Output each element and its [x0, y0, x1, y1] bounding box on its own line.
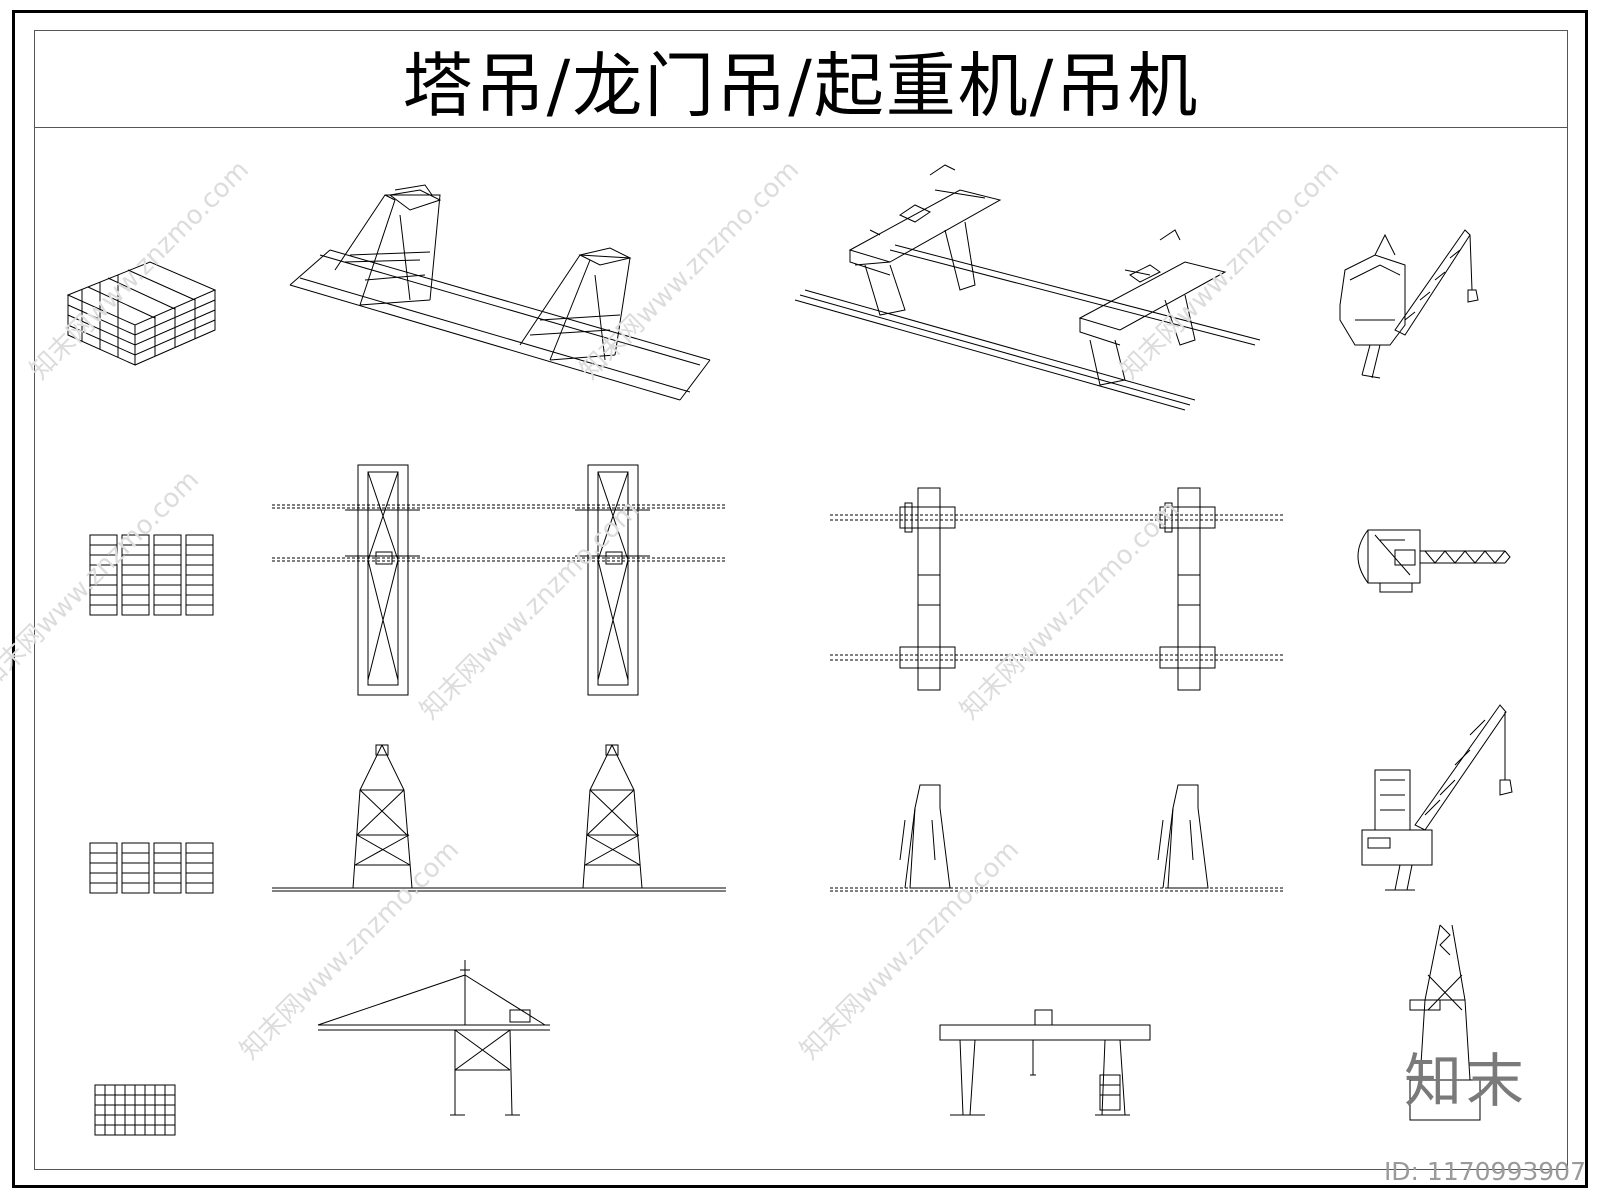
inner-border: [34, 30, 1568, 1170]
jib-crane-isometric: [1339, 229, 1479, 379]
tower-crane-side-view: [1409, 924, 1481, 1121]
page-title: 塔吊/龙门吊/起重机/吊机: [402, 44, 1200, 127]
asset-id-label: ID: 1170993907: [1383, 1157, 1586, 1186]
quay-crane-pair-plan: [272, 464, 726, 696]
gantry-crane-pair-elevation: [830, 784, 1285, 892]
gantry-crane-pair-isometric: [794, 164, 1261, 411]
jib-crane-plan: [1357, 529, 1511, 593]
container-stack-isometric: [66, 261, 217, 366]
container-stack-plan: [89, 534, 214, 616]
quay-crane-pair-isometric: [289, 184, 711, 401]
drawing-border: [12, 10, 1588, 1188]
container-stack-end-view: [94, 1084, 176, 1136]
quay-crane-pair-elevation: [272, 744, 726, 892]
sts-crane-side-view: [317, 960, 550, 1116]
gantry-crane-front-view: [939, 1009, 1151, 1116]
container-stack-elevation: [89, 842, 214, 894]
brand-watermark: 知末: [1403, 1047, 1528, 1115]
title-divider: [34, 127, 1568, 128]
jib-crane-elevation: [1361, 704, 1513, 891]
gantry-crane-pair-plan: [830, 487, 1285, 691]
